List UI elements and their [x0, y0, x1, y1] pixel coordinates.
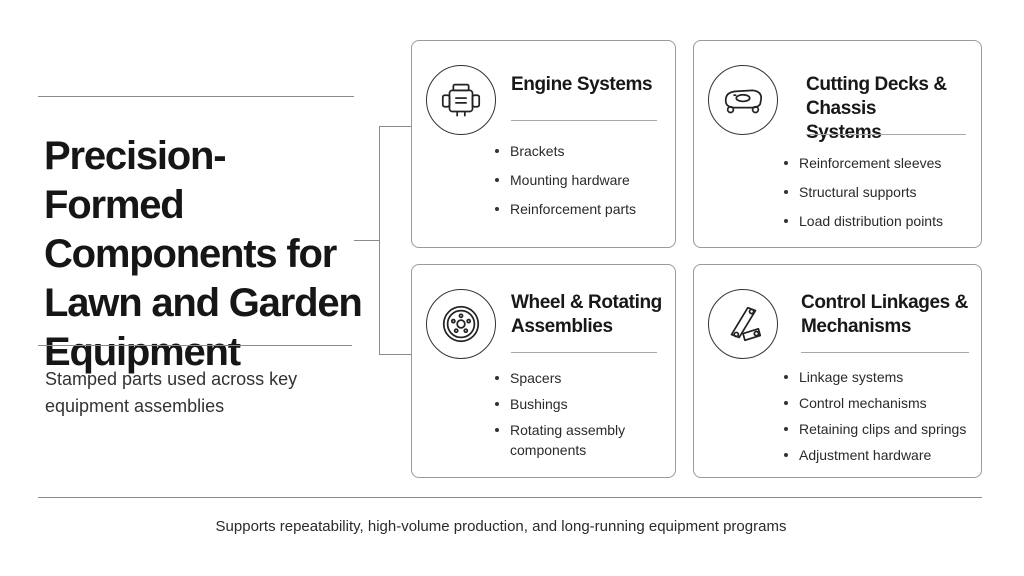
bullet-list-wheel-rotating: Spacers Bushings Rotating assembly compo… [494, 368, 644, 466]
bullet-list-control-linkages: Linkage systems Control mechanisms Retai… [783, 367, 978, 471]
bracket-stem [354, 240, 380, 241]
list-item: Spacers [494, 368, 644, 388]
card-cutting-decks: Cutting Decks & Chassis Systems Reinforc… [693, 40, 982, 248]
card-title-control-linkages: Control Linkages & Mechanisms [801, 292, 968, 337]
page-subtitle: Stamped parts used across key equipment … [45, 369, 298, 416]
list-item: Structural supports [783, 182, 973, 202]
footer-note: Supports repeatability, high-volume prod… [215, 518, 787, 535]
list-item: Retaining clips and springs [783, 419, 978, 439]
list-item: Load distribution points [783, 211, 973, 231]
card-rule [801, 352, 969, 353]
list-item: Rotating assembly components [494, 420, 644, 460]
card-title-cutting-decks: Cutting Decks & Chassis Systems [806, 74, 947, 143]
list-item: Bushings [494, 394, 644, 414]
list-item: Brackets [494, 141, 669, 161]
bullet-list-engine-systems: Brackets Mounting hardware Reinforcement… [494, 141, 669, 228]
footer-rule [38, 497, 982, 498]
list-item: Reinforcement sleeves [783, 153, 973, 173]
page-title: Precision-Formed Components for Lawn and… [44, 134, 363, 374]
card-rule [511, 352, 657, 353]
bracket-top-arm [379, 126, 411, 127]
list-item: Control mechanisms [783, 393, 978, 413]
card-wheel-rotating: Wheel & Rotating Assemblies Spacers Bush… [411, 264, 676, 478]
wheel-icon [426, 289, 496, 359]
bullet-list-cutting-decks: Reinforcement sleeves Structural support… [783, 153, 973, 240]
card-control-linkages: Control Linkages & Mechanisms Linkage sy… [693, 264, 982, 478]
mid-left-rule [38, 345, 352, 346]
list-item: Mounting hardware [494, 170, 669, 190]
list-item: Reinforcement parts [494, 199, 669, 219]
card-rule [511, 120, 657, 121]
engine-icon [426, 65, 496, 135]
mower-deck-icon [708, 65, 778, 135]
bracket-bottom-arm [379, 354, 411, 355]
linkage-icon [708, 289, 778, 359]
list-item: Linkage systems [783, 367, 978, 387]
list-item: Adjustment hardware [783, 445, 978, 465]
card-engine-systems: Engine Systems Brackets Mounting hardwar… [411, 40, 676, 248]
card-title-engine-systems: Engine Systems [511, 74, 653, 95]
card-rule [806, 134, 966, 135]
top-left-rule [38, 96, 354, 97]
bracket-spine [379, 126, 380, 354]
card-title-wheel-rotating: Wheel & Rotating Assemblies [511, 292, 662, 337]
